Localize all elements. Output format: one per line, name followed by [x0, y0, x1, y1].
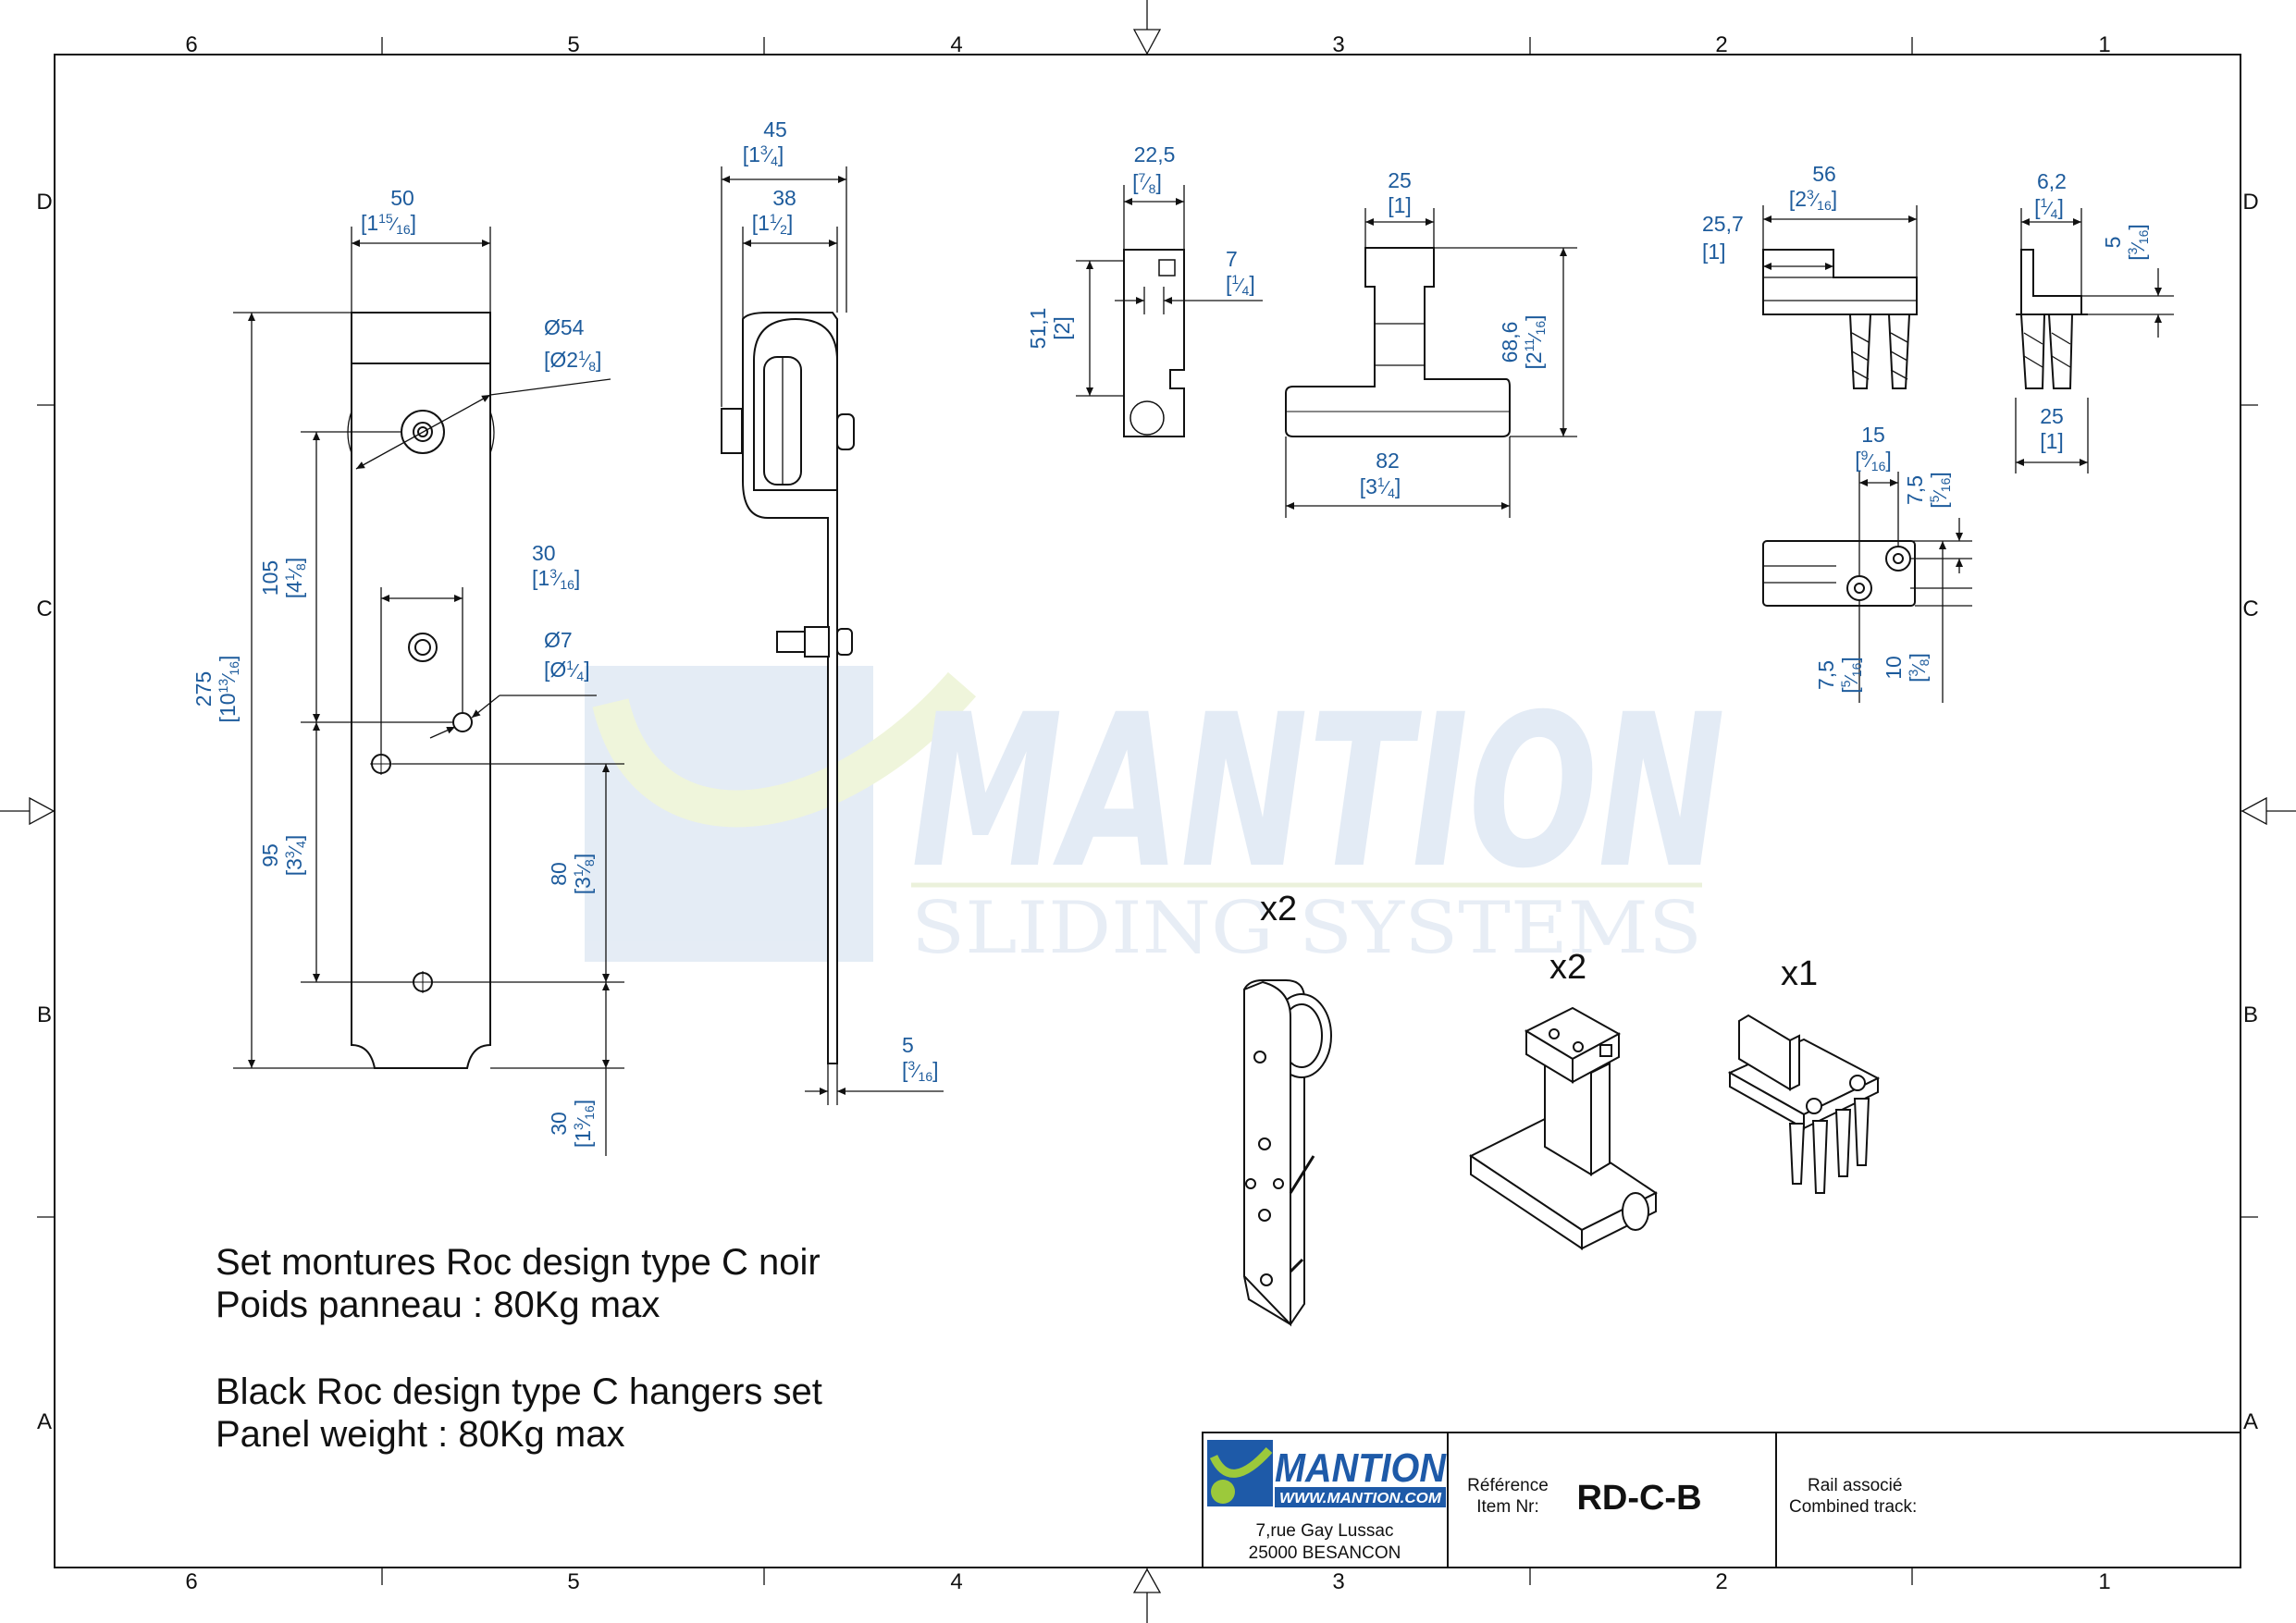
dimension-lines [233, 166, 2174, 1156]
dim-floor-width: 56[23⁄16] [1789, 162, 1837, 213]
guide-side-view [1123, 249, 1185, 437]
hanger-side-view [721, 312, 855, 1064]
dim-lower-spacing: 95[33⁄4] [258, 835, 308, 877]
zone-col-6: 6 [185, 32, 197, 57]
dim-floor-edge1: 7,5[5⁄16] [1903, 472, 1953, 509]
zone-col-5-bottom: 5 [567, 1569, 579, 1594]
zone-col-3-bottom: 3 [1332, 1569, 1344, 1594]
zone-row-b-right: B [2243, 1002, 2258, 1027]
dim-floor-depth: 10[3⁄8] [1882, 653, 1932, 682]
rail-label: Rail associé [1808, 1476, 1902, 1495]
description-fr-line1: Set montures Roc design type C noir [216, 1242, 821, 1283]
title-block: MANTION WWW.MANTION.COM 7,rue Gay Lussac… [1202, 1432, 2241, 1568]
qty-guide: x1 [1781, 954, 1818, 993]
zone-col-6-bottom: 6 [185, 1569, 197, 1594]
dim-stop-base: 82[31⁄4] [1360, 449, 1401, 500]
watermark-tagline: SLIDING SYSTEMS [911, 887, 1702, 970]
dim-stop-width: 25[1] [1388, 168, 1412, 217]
dim-hole-offset: 30[13⁄16] [532, 541, 580, 592]
reference-value: RD-C-B [1576, 1479, 1701, 1518]
dim-bottom-end: 30[13⁄16] [547, 1100, 597, 1148]
zone-row-a: A [37, 1409, 52, 1434]
hanger-isometric [1243, 979, 1332, 1327]
dimension-labels: 50[115⁄16] 275[1013⁄16] Ø54[Ø21⁄8] 105[4… [191, 117, 2151, 1148]
dim-guide-width: 22,5[7⁄8] [1132, 142, 1175, 196]
dim-floor-side-width: 25[1] [2040, 404, 2064, 453]
zone-col-4-bottom: 4 [950, 1569, 962, 1594]
reference-label: Référence [1467, 1476, 1549, 1495]
watermark: MANTION SLIDING SYSTEMS [585, 666, 1725, 970]
dim-front-height: 275[1013⁄16] [191, 656, 241, 723]
address-line2: 25000 BESANCON [1249, 1543, 1401, 1563]
description-en-line2: Panel weight : 80Kg max [216, 1414, 624, 1455]
dim-floor-holes: 15[9⁄16] [1855, 423, 1892, 473]
qty-stop: x2 [1549, 948, 1586, 987]
zone-row-d: D [36, 190, 52, 215]
dim-side-width: 45[13⁄4] [743, 117, 787, 168]
zone-row-c: C [36, 596, 52, 621]
address-line1: 7,rue Gay Lussac [1256, 1521, 1394, 1541]
item-label: Item Nr: [1476, 1497, 1539, 1517]
floor-guide-top-view [1762, 540, 1916, 607]
dim-floor-thickness: 6,2[1⁄4] [2034, 169, 2067, 221]
dim-guide-slot: 7[1⁄4] [1226, 247, 1255, 298]
zone-row-b: B [37, 1002, 52, 1027]
zone-col-1: 1 [2098, 32, 2110, 57]
description-en-line1: Black Roc design type C hangers set [216, 1371, 822, 1412]
floor-guide-front-view [1762, 249, 2088, 389]
dim-floor-edge2: 7,5[5⁄16] [1814, 657, 1864, 694]
zone-row-c-right: C [2242, 596, 2258, 621]
zone-col-3: 3 [1332, 32, 1344, 57]
mantion-logo: MANTION WWW.MANTION.COM [1207, 1440, 1447, 1507]
stop-isometric [1469, 1006, 1658, 1250]
dim-stop-height: 68,6[211⁄16] [1498, 314, 1548, 369]
dim-guide-height: 51,1[2] [1026, 308, 1074, 350]
hanger-front-view [347, 312, 495, 1069]
dim-plate-thickness: 5[3⁄16] [902, 1033, 939, 1084]
zone-col-1-bottom: 1 [2098, 1569, 2110, 1594]
logo-url: WWW.MANTION.COM [1279, 1491, 1442, 1506]
dim-wheel-diameter: Ø54[Ø21⁄8] [544, 315, 601, 374]
description-fr-line2: Poids panneau : 80Kg max [216, 1285, 660, 1325]
zone-col-4: 4 [950, 32, 962, 57]
dim-side-inner: 38[11⁄2] [752, 186, 796, 237]
zone-row-a-right: A [2243, 1409, 2258, 1434]
product-description: Set montures Roc design type C noir Poid… [216, 1242, 822, 1455]
dim-hole-diameter: Ø7[Ø1⁄4] [544, 628, 590, 683]
dim-floor-tab: 25,7[1] [1702, 212, 1744, 264]
dim-front-width: 50[115⁄16] [361, 186, 416, 237]
dim-slot-spacing: 80[31⁄8] [547, 854, 597, 895]
stop-front-view [1285, 247, 1511, 437]
logo-wordmark: MANTION [1275, 1445, 1447, 1491]
zone-row-d-right: D [2242, 190, 2258, 215]
watermark-brand: MANTION [911, 669, 1725, 915]
combined-track-label: Combined track: [1789, 1497, 1917, 1517]
qty-hanger: x2 [1260, 890, 1297, 928]
zone-col-2: 2 [1715, 32, 1727, 57]
zone-col-5: 5 [567, 32, 579, 57]
floor-guide-isometric [1727, 1014, 1881, 1194]
quantity-labels: x2 x2 x1 [1260, 890, 1818, 993]
dim-upper-spacing: 105[41⁄8] [258, 558, 308, 599]
dim-floor-lip: 5[3⁄16] [2101, 224, 2151, 261]
zone-col-2-bottom: 2 [1715, 1569, 1727, 1594]
